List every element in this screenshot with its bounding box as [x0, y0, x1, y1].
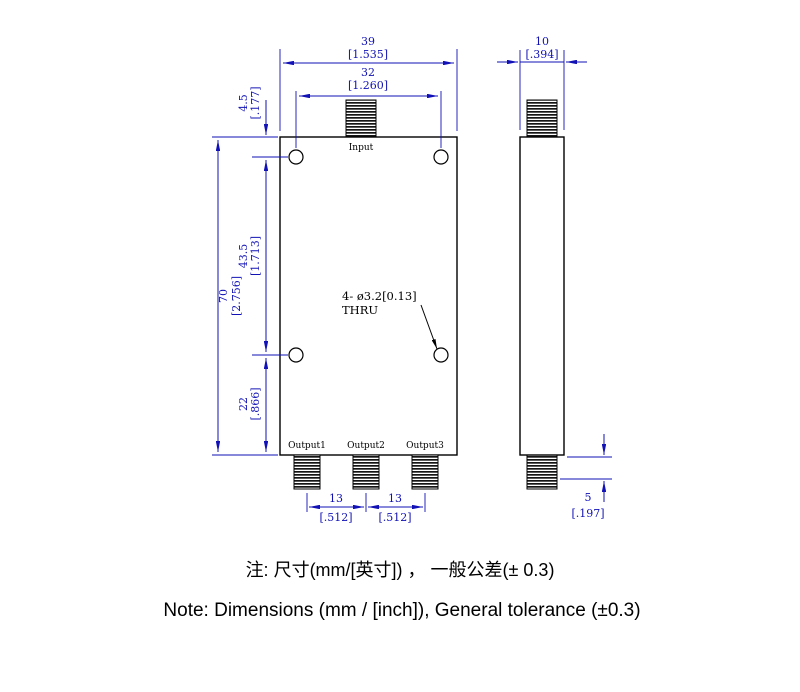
hole-callout-leader [420, 304, 438, 350]
mounting-hole-top-right [433, 149, 449, 165]
hole-callout-thru-text: THRU [342, 303, 378, 317]
output3-connector [411, 454, 439, 490]
dim-body-depth-in: [.394] [525, 48, 558, 61]
output2-port-label: Output2 [347, 441, 385, 451]
dim-hole-span-height: 43.5 [1.713] [237, 156, 288, 356]
dim-hole-span-height-mm: 43.5 [237, 244, 250, 269]
dim-bottom-offset-mm: 22 [237, 397, 250, 411]
dim-overall-width: 39 [1.535] [279, 35, 458, 131]
dim-top-offset-in: [.177] [249, 86, 262, 119]
dim-overall-height-mm: 70 [217, 289, 230, 303]
dim-hole-span-width-mm: 32 [361, 66, 375, 79]
output1-port-label: Output1 [288, 441, 326, 451]
dim-output-pitch-right-in: [.512] [378, 511, 411, 524]
hole-callout-text: 4- ø3.2[0.13] [342, 289, 417, 303]
dim-connector-length-mm: 5 [585, 491, 592, 504]
note-english: Note: Dimensions (mm / [inch]), General … [163, 600, 640, 621]
output2-connector [352, 454, 380, 490]
dim-output-pitch-left-mm: 13 [329, 492, 343, 505]
input-connector [345, 99, 377, 138]
dim-hole-span-height-in: [1.713] [249, 236, 262, 276]
dim-output-pitch-left-in: [.512] [319, 511, 352, 524]
dim-top-offset-mm: 4.5 [237, 94, 250, 112]
note-chinese: 注: 尺寸(mm/[英寸]) ， 一般公差(± 0.3) [246, 560, 555, 580]
dim-output-pitch-right: 13 [.512] [368, 492, 426, 524]
input-port-label: Input [349, 143, 374, 153]
dim-overall-width-mm: 39 [361, 35, 375, 48]
dim-overall-height: 70 [2.756] [212, 136, 278, 456]
dim-top-offset: 4.5 [.177] [237, 86, 269, 135]
dim-bottom-offset: 22 [.866] [237, 358, 269, 452]
dim-bottom-offset-in: [.866] [249, 387, 262, 420]
front-view: Input 4- ø3.2[0.13] THRU Output1 Output2… [279, 99, 458, 490]
front-body-outline [279, 136, 458, 456]
side-output-connector [526, 454, 558, 490]
side-input-connector [526, 99, 558, 138]
dim-output-pitch-right-mm: 13 [388, 492, 402, 505]
side-body-outline [519, 136, 565, 456]
output1-connector [293, 454, 321, 490]
dim-hole-span-width-in: [1.260] [348, 79, 388, 92]
dim-overall-height-in: [2.756] [230, 276, 243, 316]
dim-body-depth: 10 [.394] [497, 35, 587, 130]
mounting-hole-bottom-right [433, 347, 449, 363]
dim-hole-span-width: 32 [1.260] [295, 66, 442, 148]
side-view [519, 99, 565, 490]
dim-connector-length: 5 [.197] [560, 434, 612, 520]
dim-body-depth-mm: 10 [535, 35, 549, 48]
output3-port-label: Output3 [406, 441, 444, 451]
dim-connector-length-in: [.197] [571, 507, 604, 520]
mounting-hole-bottom-left [288, 347, 304, 363]
dim-overall-width-in: [1.535] [348, 48, 388, 61]
mounting-hole-top-left [288, 149, 304, 165]
dim-output-pitch-left: 13 [.512] [306, 492, 367, 524]
